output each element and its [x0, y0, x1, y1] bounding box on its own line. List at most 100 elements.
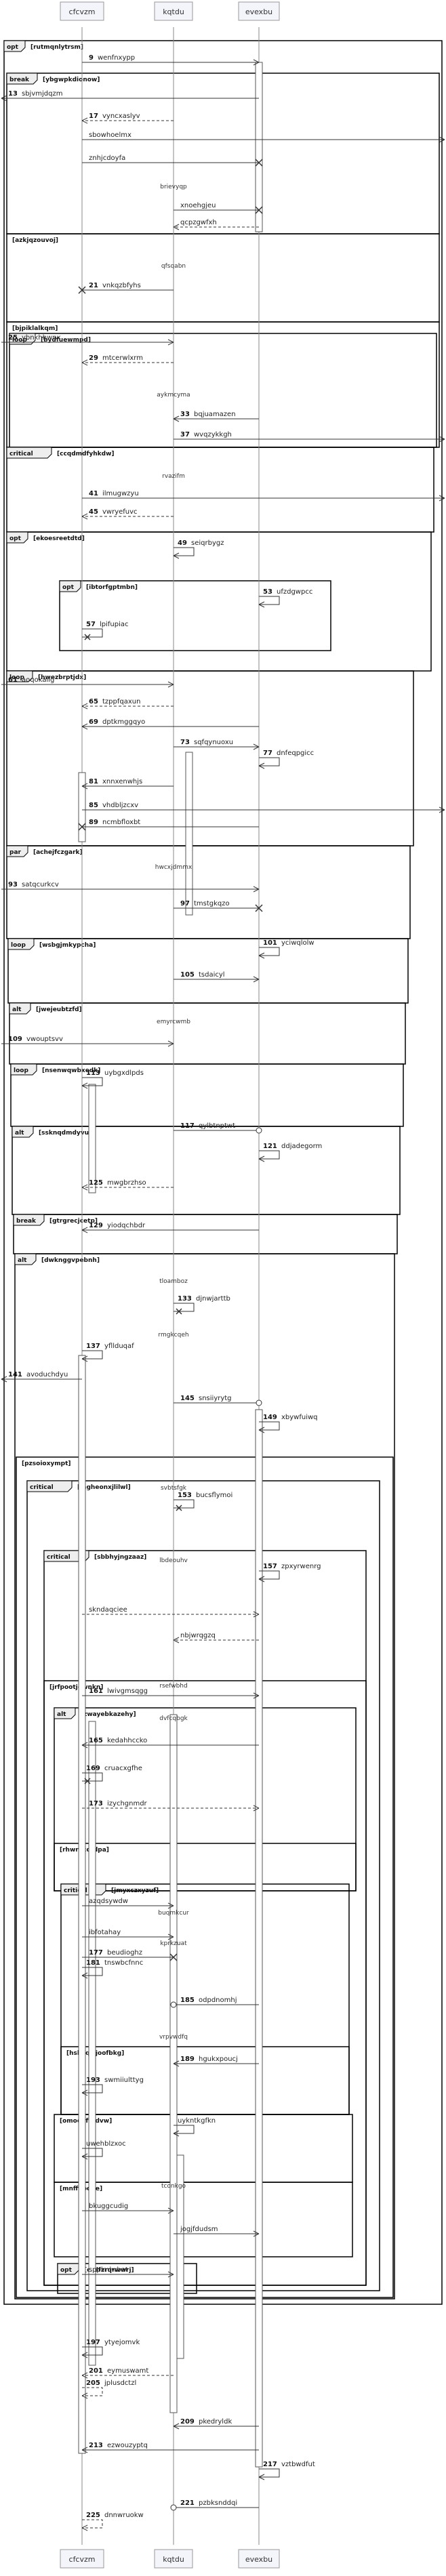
message-number: 41	[89, 490, 98, 497]
message	[81, 783, 174, 790]
message-number: 213	[89, 2442, 103, 2449]
message-label: qylbtnptwt	[199, 1122, 235, 1130]
fragment-guard: [ccqdmdfyhkdw]	[57, 451, 115, 457]
participant-evexbu-bottom[interactable]: evexbu	[238, 2549, 280, 2569]
message-label: vhdbljzcxv	[102, 802, 138, 809]
participant-label: evexbu	[245, 2555, 272, 2564]
note-text: vrpvwdfq	[159, 2034, 188, 2041]
message	[174, 743, 260, 750]
message	[174, 1303, 195, 1315]
message-number: 65	[89, 698, 98, 706]
participants-bottom: cfcvzm kqtdu evexbu	[60, 2549, 280, 2569]
fragment-guard: [bydfuewmpd]	[41, 337, 91, 344]
message-number: 25	[8, 334, 18, 342]
message-number: 173	[89, 1800, 103, 1807]
message-number: 113	[86, 1069, 100, 1077]
message-label: vwryefuvc	[102, 508, 138, 516]
fragment-kind: loop	[11, 942, 26, 949]
participant-label: cfcvzm	[69, 2555, 96, 2564]
message	[173, 2060, 259, 2067]
message-number: 185	[180, 1997, 195, 2004]
message-number: 45	[89, 508, 98, 516]
message-label: vwouptsvv	[26, 1036, 63, 1043]
fragment-kind: critical	[64, 1887, 87, 1894]
message-label: swmiiulttyg	[104, 2077, 144, 2084]
message	[170, 2504, 259, 2511]
participant-evexbu[interactable]: evexbu	[238, 1, 280, 21]
fragment-kind: alt	[57, 1711, 66, 1718]
fragment-kind: alt	[12, 1006, 22, 1013]
message-label: ufzdgwpcc	[277, 588, 312, 596]
message-number: 189	[180, 2056, 195, 2063]
message-label: zpxyrwenrg	[281, 1563, 321, 1570]
message	[81, 1350, 103, 1362]
participant-kqtdu[interactable]: kqtdu	[154, 1, 193, 21]
message	[81, 703, 174, 710]
message	[173, 415, 259, 422]
message	[1, 95, 259, 102]
fragment-frame: par[achejfczgark]	[6, 845, 411, 939]
note-text: qfsqabn	[161, 263, 186, 270]
fragment-kind: loop	[12, 337, 27, 344]
message	[258, 1150, 280, 1162]
message-label: tnswbcfnnc	[104, 1959, 143, 1967]
participant-cfcvzm[interactable]: cfcvzm	[60, 1, 104, 21]
message	[82, 1692, 260, 1699]
message-number: 77	[263, 750, 272, 757]
message	[174, 904, 263, 912]
message-number: 157	[263, 1563, 277, 1570]
message-label: sbowhoelmx	[89, 131, 131, 139]
note-text: lbdeouhv	[159, 1557, 188, 1564]
message-label: cruacxgfhe	[104, 1765, 142, 1772]
message-label: ybnkhhwnx	[22, 334, 61, 342]
fragment-frame: critical[ccqdmdfyhkdw]	[6, 447, 434, 533]
fragment-frame: alt[ssknqdmdyvub]	[12, 1126, 401, 1215]
message-label: eymuswamt	[107, 2367, 148, 2375]
message	[173, 1637, 259, 1643]
message	[81, 1227, 259, 1233]
message-number: 13	[8, 90, 18, 98]
fragment-kind: critical	[30, 1484, 54, 1491]
message-label: wvqzykkgh	[194, 431, 232, 438]
message-label: vyncxaslyv	[102, 113, 140, 120]
message	[174, 206, 263, 214]
participant-cfcvzm-bottom[interactable]: cfcvzm	[60, 2549, 104, 2569]
fragment-frame: [azkjqzouvoj]	[6, 233, 440, 323]
message	[1, 1040, 174, 1047]
message	[82, 1611, 260, 1618]
activation-bar	[176, 2154, 184, 2359]
fragment-frame: alt[dwknggvpebnh]	[14, 1253, 395, 2299]
notes: qfsqabnbrievyqpaykmcymarvazifmhwcxjdmmxe…	[155, 184, 192, 2190]
message	[258, 757, 280, 769]
message-label: mwgbrzhso	[107, 1179, 146, 1187]
message-arrows	[1, 59, 445, 2531]
message-number: 145	[180, 1395, 195, 1402]
activation-bar	[88, 1084, 96, 1193]
message-label: pzbksnddqi	[199, 2499, 237, 2507]
message-number: 53	[263, 588, 272, 596]
message	[174, 976, 260, 983]
fragment-frame: opt[qfdfzrqrwwrj]	[57, 2263, 197, 2294]
message	[173, 547, 195, 559]
message-label: seiqrbygz	[191, 539, 224, 547]
message-label: satqcurkcv	[22, 881, 59, 888]
message	[81, 2447, 259, 2453]
message-label: kedahhccko	[107, 1737, 147, 1744]
message	[258, 596, 280, 608]
fragment-frame: opt[ibtorfgptmbn]	[59, 580, 331, 651]
message-label: bqjuamazen	[194, 411, 236, 418]
fragment-frame: break[gtrgrecjcetp]	[13, 1214, 398, 1254]
fragment-guard: [nsenwqwbxedk]	[42, 1067, 100, 1074]
note-text: tconkgo	[161, 2183, 186, 2190]
fragment-guard: [zwayebkazehy]	[81, 1711, 136, 1718]
message-label: uybgxdlpds	[104, 1069, 144, 1077]
message-number: 193	[86, 2077, 100, 2084]
message-number: 121	[263, 1143, 277, 1150]
fragment-guard: [omoqaftydvw]	[60, 2118, 112, 2125]
message	[81, 2519, 103, 2531]
fragment-kind: alt	[15, 1130, 24, 1137]
message-label: azqdsywdw	[89, 1898, 128, 1905]
participant-kqtdu-bottom[interactable]: kqtdu	[154, 2549, 193, 2569]
message-number: 81	[89, 778, 98, 785]
